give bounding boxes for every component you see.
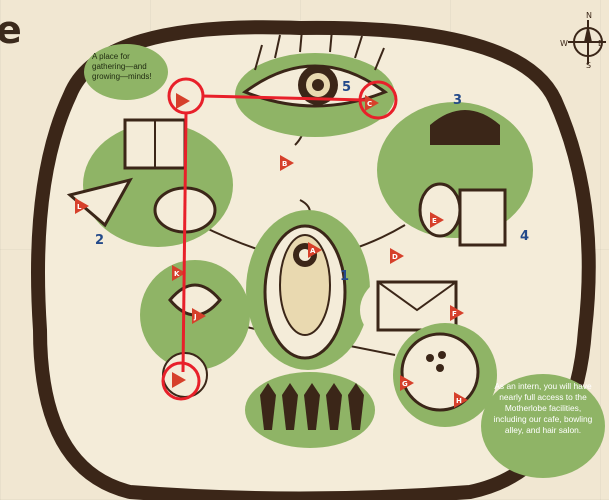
room-number-4: 4 xyxy=(520,229,529,244)
svg-text:J: J xyxy=(193,313,197,321)
room-number-5: 5 xyxy=(342,80,351,95)
svg-text:F: F xyxy=(452,310,457,318)
room-auditorium[interactable] xyxy=(245,372,375,448)
room-number-1: 1 xyxy=(340,269,349,284)
tagline-text: A place for gathering—and growing—minds! xyxy=(92,52,164,82)
svg-text:K: K xyxy=(174,270,180,278)
svg-text:D: D xyxy=(392,253,398,261)
room-1[interactable] xyxy=(246,210,370,370)
room-number-3: 3 xyxy=(453,93,462,108)
room-scissors[interactable] xyxy=(163,353,207,397)
svg-text:B: B xyxy=(282,160,287,168)
compass-e: E xyxy=(598,39,603,48)
compass-w: W xyxy=(560,39,568,48)
compass-s: S xyxy=(586,61,591,68)
svg-text:L: L xyxy=(77,203,82,211)
svg-text:G: G xyxy=(402,380,408,388)
compass-icon: N S W E xyxy=(560,8,606,68)
intern-note-text: As an intern, you will have nearly full … xyxy=(491,381,595,436)
svg-text:E: E xyxy=(432,217,437,225)
svg-text:H: H xyxy=(456,397,462,405)
svg-text:A: A xyxy=(310,247,316,255)
room-bowling[interactable] xyxy=(393,323,497,427)
room-number-2: 2 xyxy=(95,233,104,248)
compass-n: N xyxy=(586,11,592,20)
svg-text:C: C xyxy=(367,100,372,108)
